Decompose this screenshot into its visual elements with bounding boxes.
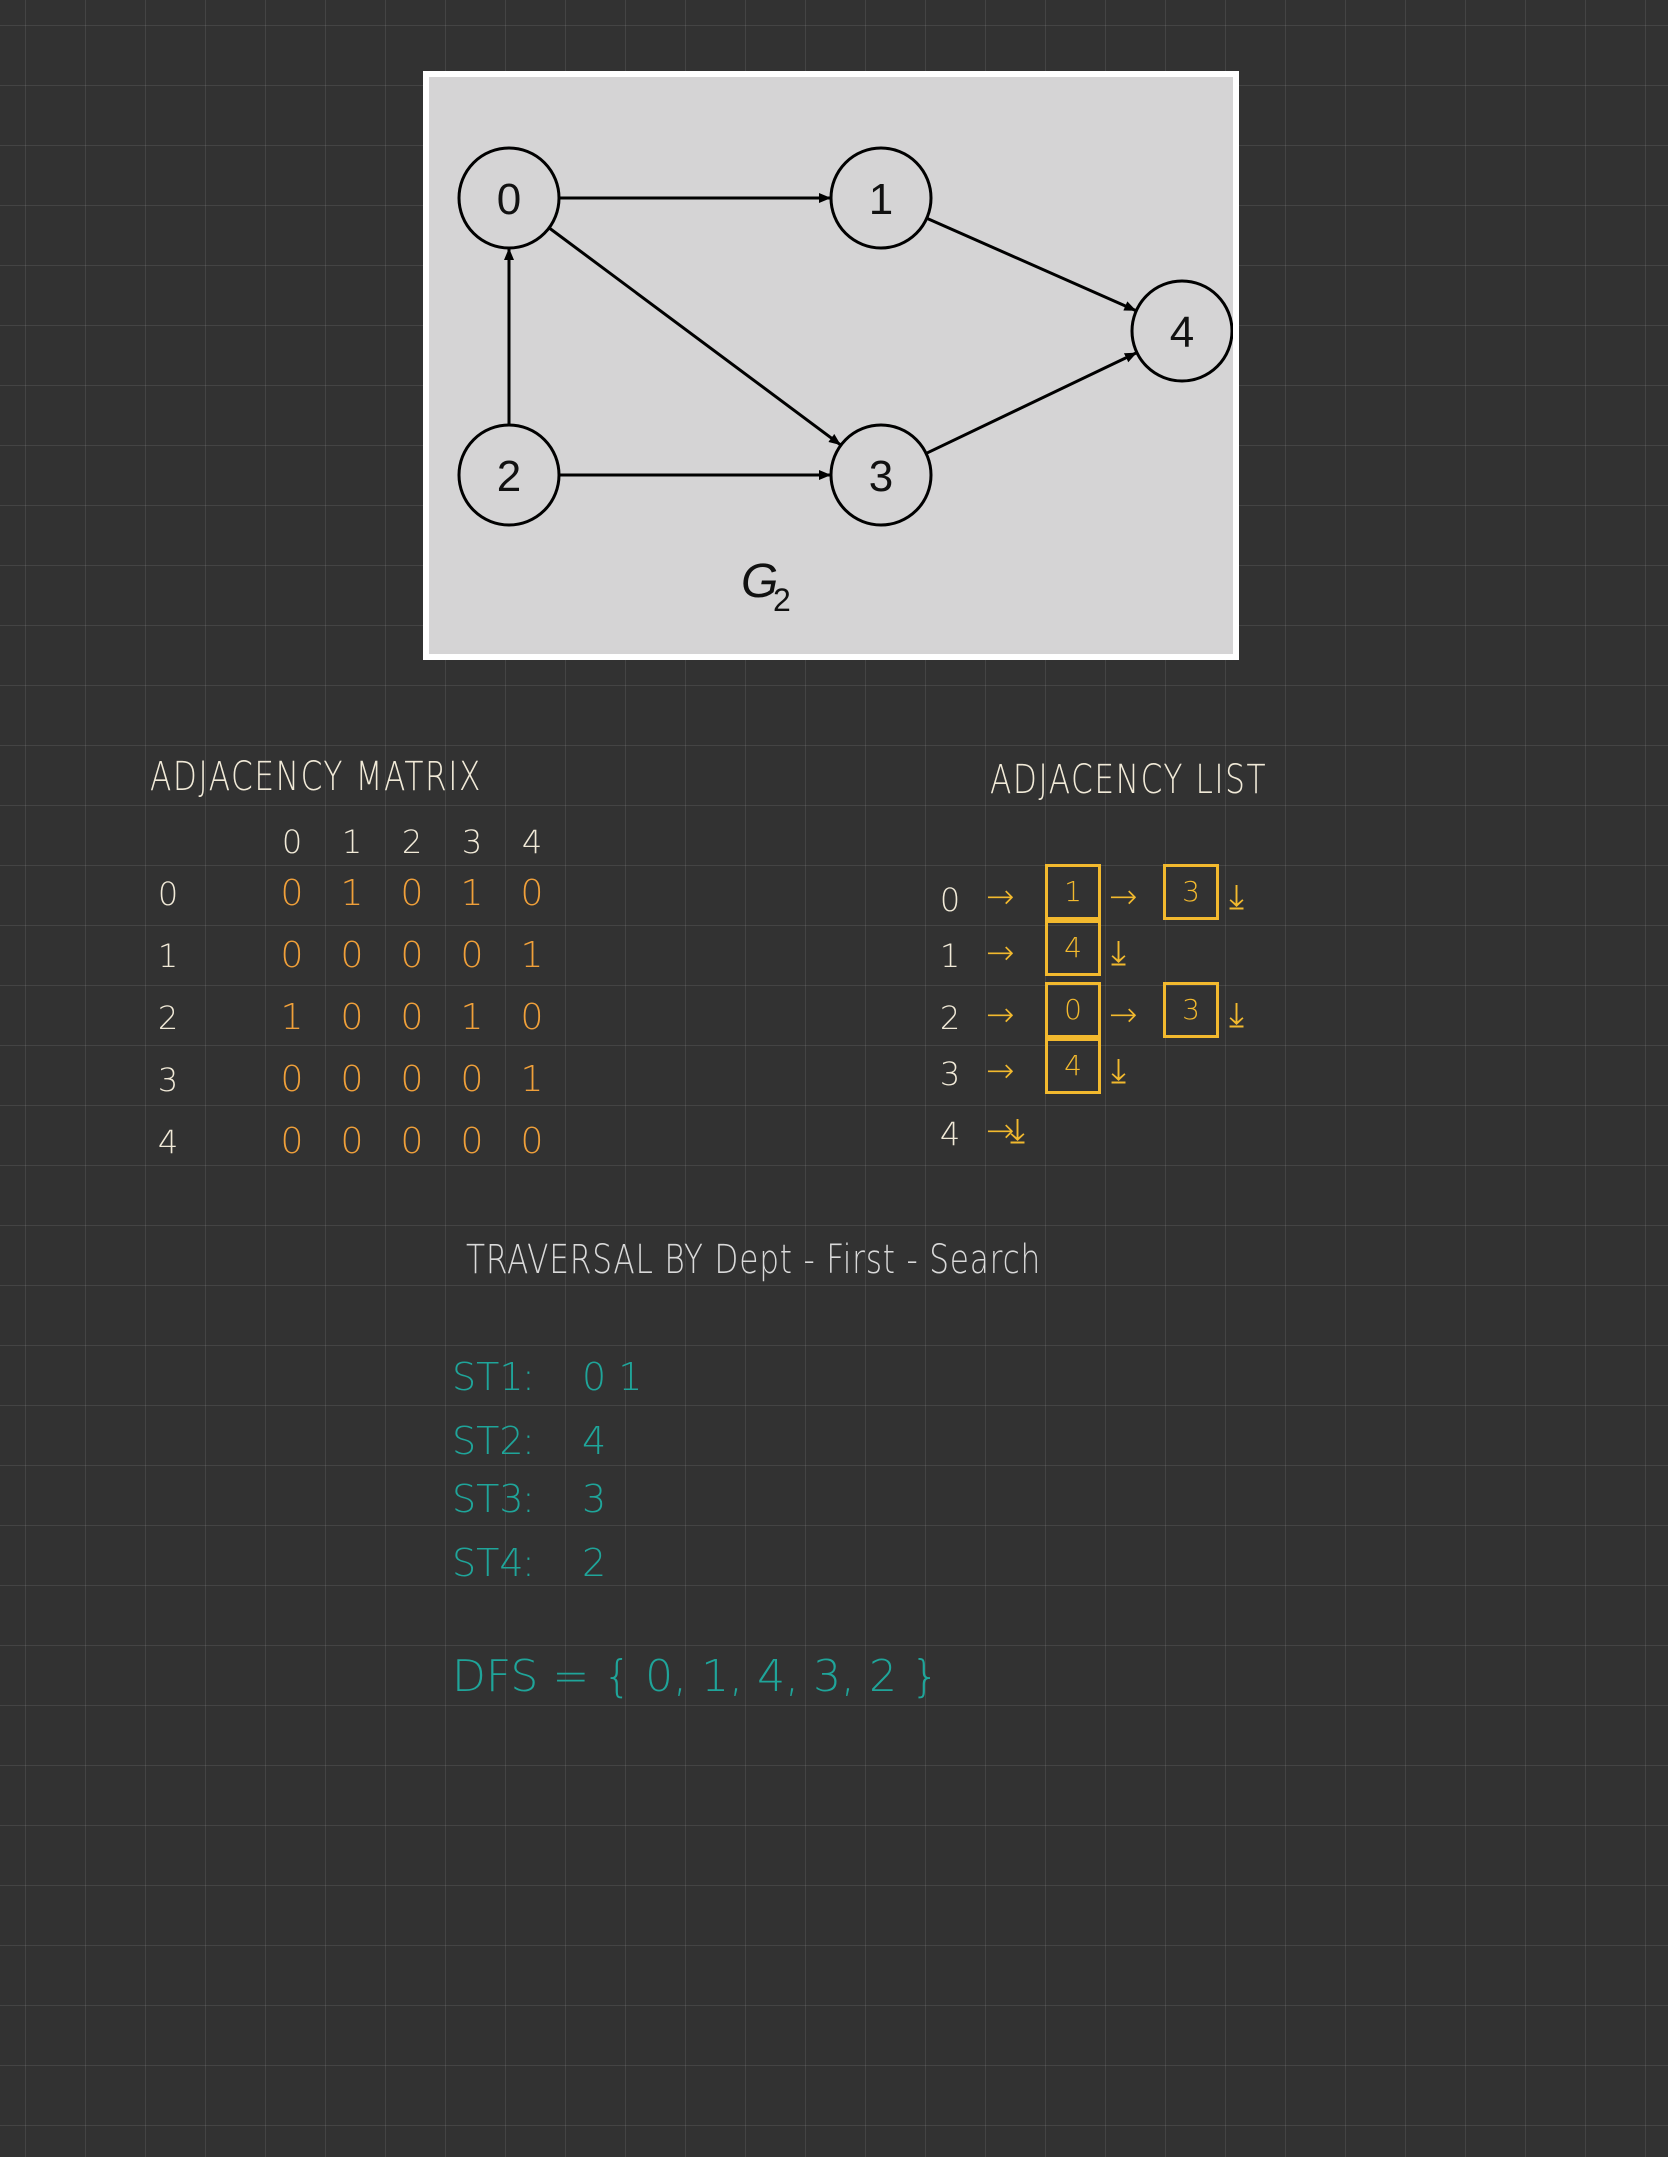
graph-figure: 0 1 2 3 4 G 2 <box>423 71 1239 660</box>
list-node: 3 <box>1163 982 1219 1038</box>
step-values: 3 <box>582 1477 607 1521</box>
matrix-cell: 0 <box>400 1121 424 1162</box>
step-separator: : <box>522 1419 535 1463</box>
node-label: 3 <box>869 452 893 501</box>
matrix-column-header: 1 <box>341 823 363 861</box>
matrix-cell: 0 <box>340 935 364 976</box>
node-label: 4 <box>1170 308 1194 357</box>
matrix-cell: 1 <box>460 997 484 1038</box>
list-null-terminator: ⤓ <box>1229 995 1245 1035</box>
adjacency-matrix-title: ADJACENCY MATRIX <box>150 754 482 800</box>
matrix-cell: 0 <box>400 935 424 976</box>
list-node: 3 <box>1163 864 1219 920</box>
matrix-cell: 0 <box>340 997 364 1038</box>
node-label: 2 <box>497 452 521 501</box>
edge-1-to-4 <box>926 216 1137 312</box>
dfs-result: DFS = { 0, 1, 4, 3, 2 } <box>452 1651 940 1702</box>
step-values: 0 1 <box>582 1355 643 1399</box>
matrix-cell: 0 <box>460 1059 484 1100</box>
matrix-cell: 0 <box>280 935 304 976</box>
list-arrow: → <box>986 1111 1015 1151</box>
step-label: ST1 <box>452 1355 524 1399</box>
step-values: 4 <box>582 1419 607 1463</box>
matrix-column-header: 4 <box>521 823 543 861</box>
step-separator: : <box>522 1541 535 1585</box>
node-circle <box>457 146 561 250</box>
list-null-terminator: ⤓ <box>1010 1111 1026 1151</box>
graph-drawing: 0 1 2 3 4 G 2 <box>457 146 1233 618</box>
matrix-cell: 0 <box>280 873 304 914</box>
matrix-cell: 0 <box>340 1121 364 1162</box>
matrix-cell: 0 <box>520 873 544 914</box>
matrix-column-header: 2 <box>401 823 423 861</box>
node-circle <box>829 423 933 527</box>
matrix-cell: 1 <box>340 873 364 914</box>
list-null-terminator: ⤓ <box>1111 933 1127 973</box>
matrix-cell: 1 <box>460 873 484 914</box>
matrix-row-header: 2 <box>157 999 179 1037</box>
list-vertex: 1 <box>939 937 961 975</box>
step-label: ST3 <box>452 1477 524 1521</box>
step-values: 2 <box>582 1541 607 1585</box>
list-vertex: 2 <box>939 999 961 1037</box>
node-label: 0 <box>497 175 521 224</box>
graph-nodes: 0 1 2 3 4 <box>457 146 1233 527</box>
step-separator: : <box>522 1355 535 1399</box>
matrix-cell: 0 <box>520 1121 544 1162</box>
list-arrow: → <box>986 1051 1015 1091</box>
step-label: ST4 <box>452 1541 524 1585</box>
list-arrow: → <box>986 877 1015 917</box>
matrix-cell: 0 <box>520 997 544 1038</box>
list-arrow: → <box>986 933 1015 973</box>
list-vertex: 4 <box>939 1115 961 1153</box>
node-circle <box>829 146 933 250</box>
list-null-terminator: ⤓ <box>1229 877 1245 917</box>
node-circle <box>1130 279 1233 383</box>
matrix-row-header: 1 <box>157 937 179 975</box>
matrix-cell: 1 <box>520 1059 544 1100</box>
matrix-cell: 1 <box>280 997 304 1038</box>
adjacency-list-title: ADJACENCY LIST <box>990 757 1268 803</box>
list-arrow: → <box>1109 877 1138 917</box>
node-1: 1 <box>829 146 933 250</box>
node-3: 3 <box>829 423 933 527</box>
matrix-cell: 0 <box>280 1059 304 1100</box>
list-vertex: 0 <box>939 881 961 919</box>
graph-caption-subscript: 2 <box>773 582 791 618</box>
matrix-column-header: 3 <box>461 823 483 861</box>
matrix-cell: 0 <box>340 1059 364 1100</box>
edge-3-to-4 <box>925 351 1137 455</box>
matrix-cell: 0 <box>400 873 424 914</box>
list-arrow: → <box>1109 995 1138 1035</box>
matrix-cell: 0 <box>400 997 424 1038</box>
node-4: 4 <box>1130 279 1233 383</box>
list-node: 4 <box>1045 920 1101 976</box>
graph-edges <box>504 193 1137 480</box>
node-circle <box>457 423 561 527</box>
matrix-cell: 1 <box>520 935 544 976</box>
step-separator: : <box>522 1477 535 1521</box>
edge-0-to-3 <box>548 226 841 446</box>
node-2: 2 <box>457 423 561 527</box>
traversal-title: TRAVERSAL BY Dept - First - Search <box>466 1237 1042 1283</box>
matrix-row-header: 0 <box>157 875 179 913</box>
list-node: 1 <box>1045 864 1101 920</box>
list-node: 4 <box>1045 1038 1101 1094</box>
step-label: ST2 <box>452 1419 524 1463</box>
matrix-column-header: 0 <box>281 823 303 861</box>
matrix-row-header: 3 <box>157 1061 179 1099</box>
list-null-terminator: ⤓ <box>1111 1051 1127 1091</box>
matrix-cell: 0 <box>460 935 484 976</box>
list-node: 0 <box>1045 982 1101 1038</box>
node-label: 1 <box>869 175 893 224</box>
matrix-cell: 0 <box>460 1121 484 1162</box>
list-arrow: → <box>986 995 1015 1035</box>
matrix-cell: 0 <box>400 1059 424 1100</box>
matrix-cell: 0 <box>280 1121 304 1162</box>
matrix-row-header: 4 <box>157 1123 179 1161</box>
node-0: 0 <box>457 146 561 250</box>
list-vertex: 3 <box>939 1055 961 1093</box>
graph-caption: G <box>741 555 778 608</box>
